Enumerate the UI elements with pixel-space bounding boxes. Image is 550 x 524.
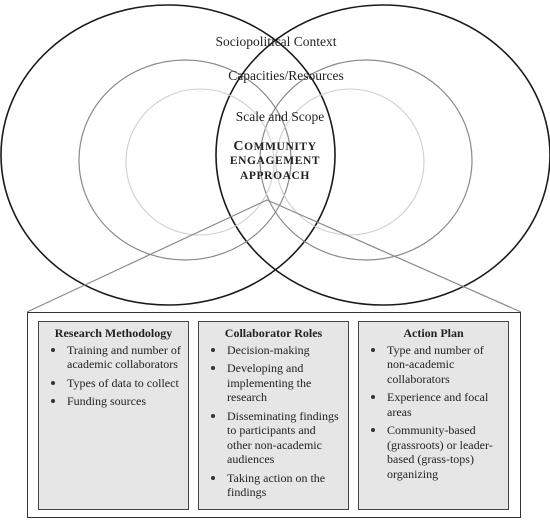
core-title-line3: APPROACH bbox=[240, 170, 310, 182]
middle-ellipse-left bbox=[78, 59, 292, 261]
expansion-connector bbox=[26, 199, 522, 313]
scale-and-scope-label: Scale and Scope bbox=[236, 109, 324, 124]
panel-title: Research Methodology bbox=[54, 326, 173, 340]
details-box: Research Methodology Training and number… bbox=[27, 312, 521, 518]
list-item: Types of data to collect bbox=[45, 376, 182, 391]
research-methodology-panel: Research Methodology Training and number… bbox=[38, 321, 189, 510]
core-title-line2: ENGAGEMENT bbox=[230, 155, 320, 167]
community-engagement-approach-label: COMMUNITY bbox=[233, 139, 316, 154]
panel-title: Action Plan bbox=[403, 326, 464, 340]
outer-ellipse-right bbox=[215, 4, 550, 306]
list-item: Developing and implementing the research bbox=[205, 361, 342, 405]
inner-ellipse-left bbox=[125, 88, 275, 236]
list-item: Funding sources bbox=[45, 394, 182, 409]
list-item: Training and number of academic collabor… bbox=[45, 343, 182, 372]
core-title-line1: OMMUNITY bbox=[244, 141, 317, 153]
inner-ellipse-right bbox=[275, 88, 425, 236]
list-item: Community-based (grassroots) or leader-b… bbox=[365, 423, 502, 481]
capacities-resources-label: Capacities/Resources bbox=[228, 68, 343, 83]
list-item: Taking action on the findings bbox=[205, 471, 342, 500]
list-item: Experience and focal areas bbox=[365, 390, 502, 419]
list-item: Type and number of non-academic collabor… bbox=[365, 343, 502, 387]
outer-ellipse-left bbox=[0, 4, 336, 306]
collaborator-roles-panel: Collaborator Roles Decision-making Devel… bbox=[198, 321, 349, 510]
middle-ellipse-right bbox=[259, 59, 473, 261]
list-item: Disseminating findings to participants a… bbox=[205, 409, 342, 467]
panel-list: Type and number of non-academic collabor… bbox=[359, 343, 508, 482]
core-title-initial: C bbox=[233, 139, 244, 154]
action-plan-panel: Action Plan Type and number of non-acade… bbox=[358, 321, 509, 510]
panel-list: Decision-making Developing and implement… bbox=[199, 343, 348, 500]
panel-list: Training and number of academic collabor… bbox=[39, 343, 188, 409]
sociopolitical-context-label: Sociopolitical Context bbox=[215, 34, 336, 49]
list-item: Decision-making bbox=[205, 343, 342, 358]
panel-title: Collaborator Roles bbox=[224, 326, 323, 340]
